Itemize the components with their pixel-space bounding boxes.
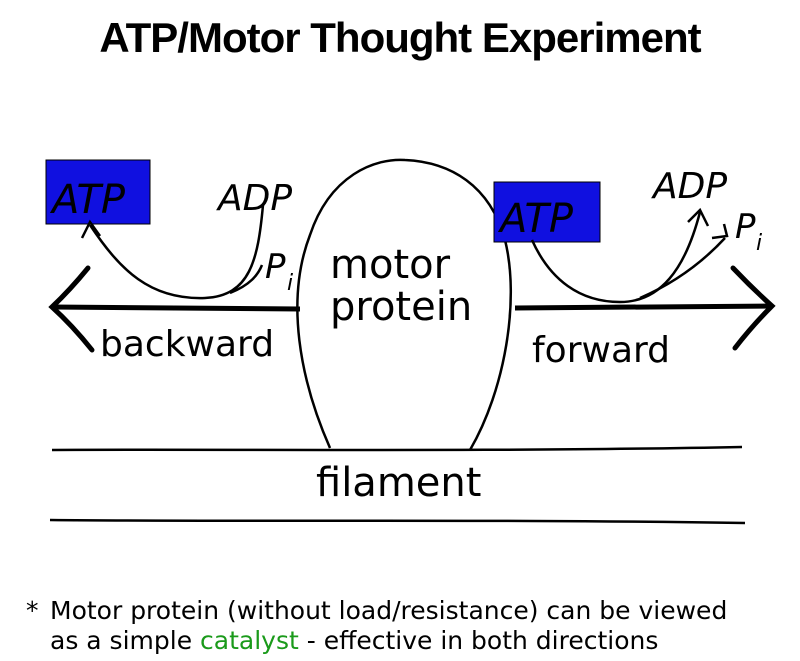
pi-left-label: P	[265, 247, 286, 287]
footnote-line-2: as a simple catalyst - effective in both…	[34, 626, 794, 656]
filament-label: filament	[316, 460, 481, 506]
right-pi-branch	[639, 237, 726, 300]
pi-left-subscript: i	[287, 271, 293, 296]
footnote-line-1: Motor protein (without load/resistance) …	[50, 596, 728, 625]
footnote-line-2-start: as a simple	[50, 626, 201, 655]
atp-right-label: ATP	[497, 196, 574, 242]
motor-protein-outline	[296, 158, 513, 451]
adp-left-label: ADP	[216, 178, 292, 219]
backward-arrow-shaft	[51, 304, 301, 312]
forward-label: forward	[532, 330, 670, 371]
footnote-line-2-end: - effective in both directions	[298, 626, 659, 655]
backward-arrow-head	[48, 265, 95, 353]
right-reaction-curve	[530, 211, 702, 304]
motor-label: motor	[330, 242, 451, 288]
filament-top-line	[51, 445, 743, 452]
adp-right-label: ADP	[651, 166, 727, 207]
pi-right-subscript: i	[756, 231, 762, 256]
backward-label: backward	[100, 324, 274, 365]
right-adp-arrowhead	[687, 207, 710, 227]
forward-arrow-head	[730, 265, 776, 351]
left-reaction-curve	[88, 204, 265, 300]
left-pi-branch	[229, 264, 264, 295]
atp-left-box	[45, 159, 151, 225]
filament-bottom-line	[49, 518, 746, 525]
atp-left-label: ATP	[49, 177, 126, 223]
right-pi-arrowhead	[711, 223, 729, 240]
footnote: * Motor protein (without load/resistance…	[26, 596, 794, 656]
forward-arrow-shaft	[514, 303, 773, 311]
footnote-asterisk: *	[26, 596, 39, 625]
pi-right-label: P	[735, 207, 756, 247]
left-atp-arrowhead	[80, 219, 102, 239]
catalyst-highlight: catalyst	[200, 626, 299, 655]
protein-label: protein	[330, 284, 472, 330]
atp-right-box	[493, 181, 601, 243]
page-title: ATP/Motor Thought Experiment	[99, 14, 701, 61]
